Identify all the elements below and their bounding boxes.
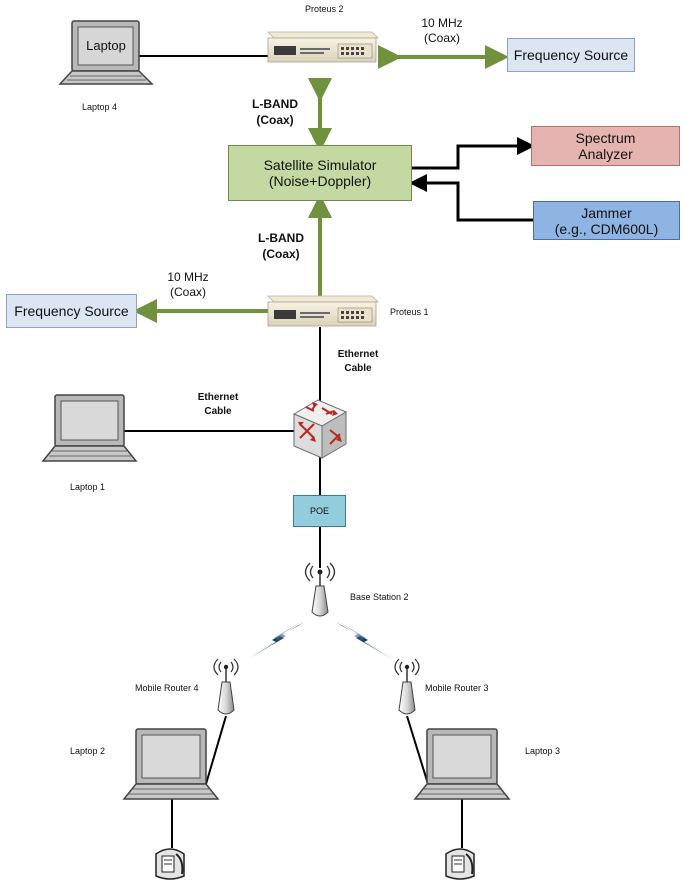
phone-icon-left [155, 848, 185, 880]
satellite-simulator-subtitle: (Noise+Doppler) [268, 173, 372, 189]
jammer-box: Jammer (e.g., CDM600L) [533, 201, 680, 240]
wireless-bolt-right [336, 620, 394, 660]
lband-bottom-label: L-BAND (Coax) [258, 231, 304, 261]
frequency-source-top-label: Frequency Source [513, 47, 629, 63]
proteus1-label: Proteus 1 [390, 307, 429, 317]
spectrum-analyzer-box: Spectrum Analyzer [531, 126, 680, 166]
laptop1-icon [41, 394, 138, 462]
proteus2-label: Proteus 2 [305, 4, 344, 14]
laptop3-label: Laptop 3 [525, 746, 561, 756]
router4-to-laptop2-cable [205, 715, 227, 785]
frequency-source-top: Frequency Source [507, 38, 635, 72]
mobile-router-3-icon [394, 658, 420, 715]
laptop4-label: Laptop 4 [82, 102, 118, 112]
laptop2-icon [122, 728, 220, 800]
wireless-bolt-left [246, 620, 304, 660]
laptop4-icon [58, 20, 154, 85]
proteus1-device-icon [267, 295, 379, 327]
proteus2-device-icon [267, 31, 379, 63]
satellite-simulator-title: Satellite Simulator [263, 157, 377, 173]
jammer-to-sim-arrow [409, 174, 533, 222]
frequency-source-left: Frequency Source [6, 294, 137, 328]
base-station-icon [304, 562, 336, 617]
laptop1-label: Laptop 1 [70, 482, 106, 492]
laptop3-icon [413, 728, 511, 800]
poe-label: POE [309, 506, 329, 516]
satellite-simulator-box: Satellite Simulator (Noise+Doppler) [228, 145, 412, 201]
ethernet-cable-horizontal-label: Ethernet Cable [197, 392, 239, 417]
laptop2-label: Laptop 2 [70, 746, 106, 756]
laptop4-screen-text: Laptop [86, 38, 126, 53]
sim-to-spectrum-arrow [412, 137, 535, 170]
mobile-router-4-label: Mobile Router 4 [135, 683, 199, 693]
ethernet-cable-vertical-label: Ethernet Cable [337, 349, 379, 374]
frequency-source-left-label: Frequency Source [14, 303, 129, 319]
router3-to-laptop3-cable [406, 715, 429, 785]
base-station-label: Base Station 2 [350, 592, 409, 602]
phone-icon-right [445, 848, 475, 880]
mobile-router-4-icon [213, 658, 239, 715]
freq-left-link-label: 10 MHz (Coax) [167, 270, 209, 299]
network-switch-icon [292, 399, 348, 459]
freq-top-link-label: 10 MHz (Coax) [421, 16, 463, 45]
mobile-router-3-label: Mobile Router 3 [425, 683, 489, 693]
lband-top-label: L-BAND (Coax) [252, 97, 298, 127]
poe-box: POE [293, 495, 346, 527]
